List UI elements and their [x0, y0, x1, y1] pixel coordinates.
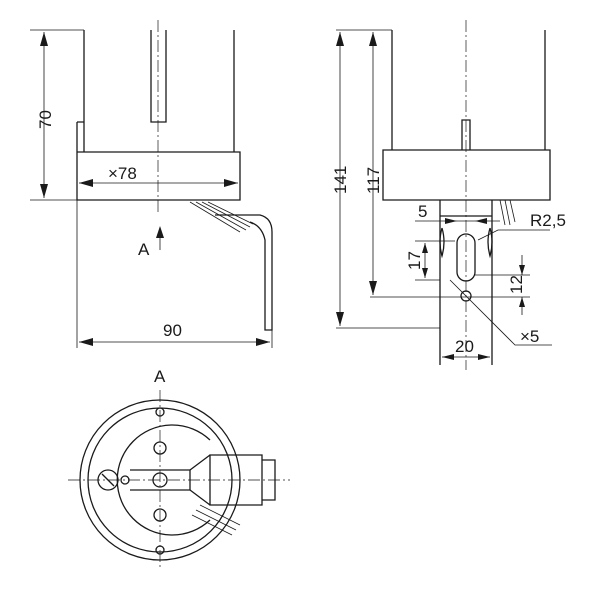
- dim-height-117: 117: [364, 167, 383, 194]
- dim-width-90: 90: [163, 321, 182, 340]
- view-arrow-label: A: [138, 240, 150, 259]
- dim-slot-width-5: 5: [418, 202, 427, 221]
- dim-diameter-78: ×78: [108, 164, 137, 183]
- bottom-view-label: A: [154, 367, 166, 386]
- dim-hole-diameter-5: ×5: [520, 327, 539, 346]
- dim-hole-offset-12: 12: [507, 275, 526, 294]
- dim-radius: R2,5: [530, 211, 566, 230]
- dim-height-70: 70: [36, 110, 55, 129]
- bottom-view: A: [68, 367, 290, 570]
- front-view: 141 117 5 R2,5 17 12 ×5 20: [331, 20, 566, 370]
- side-view: 70 ×78 A 90: [30, 20, 273, 348]
- dim-slot-length-17: 17: [405, 251, 424, 270]
- dim-stem-width-20: 20: [455, 337, 474, 356]
- dim-height-141: 141: [331, 166, 350, 194]
